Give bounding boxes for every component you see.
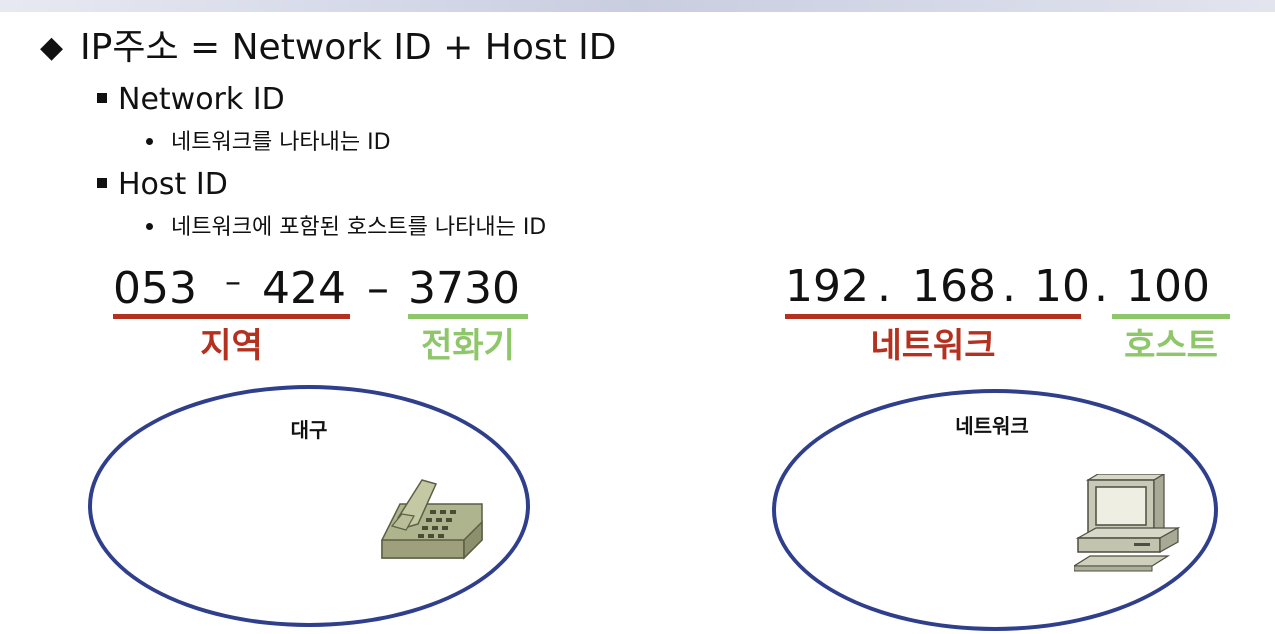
diamond-bullet-icon: ◆: [40, 30, 64, 65]
network-id-desc: 네트워크를 나타내는 ID: [171, 130, 391, 155]
phone-exchange: 424: [262, 263, 346, 314]
phone-separator-2: –: [367, 263, 389, 314]
bullet-host-id: Host ID: [97, 167, 228, 203]
ip-octet-2: 168: [912, 261, 996, 312]
computer-icon: [1074, 474, 1180, 572]
square-bullet-icon: [97, 92, 107, 103]
dot-bullet-icon: [146, 222, 153, 230]
square-bullet-icon: [97, 177, 107, 188]
phone-subscriber: 3730: [408, 263, 520, 314]
area-underline: [113, 314, 350, 319]
phone-separator-1: –: [225, 262, 241, 300]
phone-label: 전화기: [421, 326, 515, 366]
slide-title-text: IP주소 = Network ID + Host ID: [80, 27, 617, 68]
host-label: 호스트: [1124, 326, 1218, 366]
top-gradient-bar: [0, 0, 1275, 12]
network-id-heading: Network ID: [118, 82, 285, 117]
ip-octet-1: 192: [785, 261, 869, 312]
network-ellipse: [772, 389, 1218, 631]
network-underline: [785, 314, 1081, 319]
daegu-label: 대구: [290, 418, 328, 442]
ip-octet-3: 10: [1034, 261, 1090, 312]
daegu-ellipse: [88, 385, 530, 627]
ip-dot-3: .: [1094, 261, 1108, 312]
area-label: 지역: [200, 326, 263, 366]
host-id-desc: 네트워크에 포함된 호스트를 나타내는 ID: [171, 215, 547, 240]
slide-title: ◆ IP주소 = Network ID + Host ID: [40, 26, 617, 70]
ip-dot-1: .: [877, 261, 891, 312]
dot-bullet-icon: [146, 137, 153, 145]
network-ellipse-label: 네트워크: [955, 414, 1029, 438]
host-underline: [1112, 314, 1230, 319]
host-id-heading: Host ID: [118, 167, 228, 202]
bullet-network-id: Network ID: [97, 82, 285, 118]
ip-dot-2: .: [1002, 261, 1016, 312]
bullet-host-id-desc: 네트워크에 포함된 호스트를 나타내는 ID: [146, 213, 546, 243]
ip-octet-4: 100: [1126, 261, 1210, 312]
phone-underline: [408, 314, 528, 319]
network-label: 네트워크: [870, 326, 996, 366]
telephone-icon: [381, 479, 483, 560]
bullet-network-id-desc: 네트워크를 나타내는 ID: [146, 128, 391, 158]
phone-area-code: 053: [113, 263, 197, 314]
